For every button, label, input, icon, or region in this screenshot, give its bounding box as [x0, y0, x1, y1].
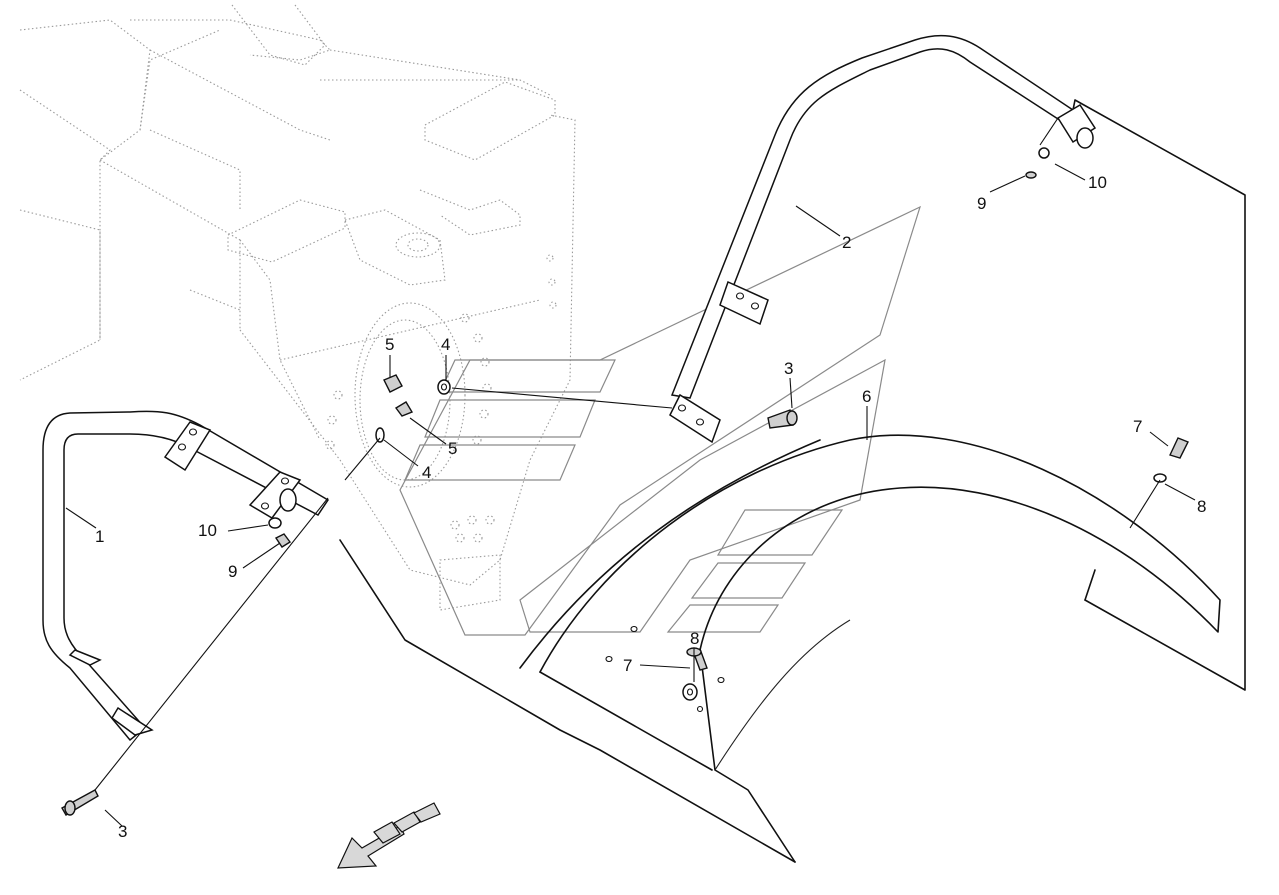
- machine-frame-outline: [19, 4, 576, 611]
- callout-1: 1: [95, 527, 104, 546]
- callout-5-upper: 5: [385, 335, 394, 354]
- callout-9-left: 9: [228, 562, 237, 581]
- callout-10-right: 10: [1088, 173, 1107, 192]
- callout-8-right: 8: [1197, 497, 1206, 516]
- fender-step-pattern: [399, 205, 921, 636]
- callout-5-lower: 5: [448, 439, 457, 458]
- forward-direction-arrow-icon: [337, 802, 441, 869]
- fender: [339, 99, 1246, 863]
- leader-lines: [65, 117, 1196, 827]
- callout-9-right: 9: [977, 194, 986, 213]
- callout-3-left: 3: [118, 822, 127, 841]
- callout-10-left: 10: [198, 521, 217, 540]
- callout-6: 6: [862, 387, 871, 406]
- callout-labels: 1 2 3 3 4 4 5 5 6 7 7 8 8 9 9 10 10: [95, 173, 1206, 841]
- fasteners: [61, 147, 1189, 816]
- callout-4-upper: 4: [441, 335, 450, 354]
- callout-4-lower: 4: [422, 463, 431, 482]
- callout-3-right: 3: [784, 359, 793, 378]
- callout-7-lower: 7: [623, 656, 632, 675]
- handrail-left: [42, 410, 330, 742]
- callout-8-lower: 8: [690, 629, 699, 648]
- callout-7-right: 7: [1133, 417, 1142, 436]
- handrail-right: [669, 34, 1097, 444]
- callout-2: 2: [842, 233, 851, 252]
